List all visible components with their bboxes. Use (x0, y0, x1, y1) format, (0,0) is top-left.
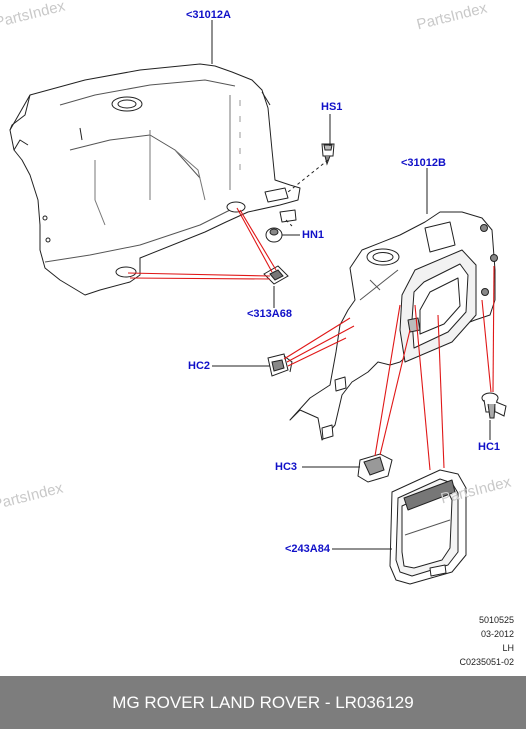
right-trim-panel (289, 211, 498, 441)
meta-code: 5010525 (478, 615, 514, 625)
callout-hc1: HC1 (478, 441, 501, 453)
hc3-bracket (357, 453, 393, 483)
footer-bar: MG ROVER LAND ROVER - LR036129 (0, 676, 526, 729)
callout-313a68: <313A68 (247, 308, 292, 320)
hn1-nut (265, 227, 283, 243)
red-leader-lines (127, 207, 495, 471)
footer-title: MG ROVER LAND ROVER - LR036129 (112, 693, 414, 712)
callout-hn1: HN1 (302, 229, 325, 241)
parts-diagram (9, 20, 507, 585)
callout-hc2: HC2 (188, 360, 211, 372)
callout-hc3: HC3 (275, 461, 298, 473)
hs1-screw (321, 143, 335, 166)
313a68-clip (263, 265, 289, 285)
243a84-cover (389, 469, 467, 585)
callout-hs1: HS1 (321, 101, 343, 113)
callout-243a84: <243A84 (285, 543, 330, 555)
meta-date: 03-2012 (480, 629, 514, 639)
callout-31012b: <31012B (401, 157, 446, 169)
callout-31012a: <31012A (186, 9, 231, 21)
meta-side: LH (502, 643, 514, 653)
hc2-clip (267, 353, 293, 377)
diagram-meta: 5010525 03-2012 LH C0235051-02 (394, 613, 514, 669)
left-trim-panel (9, 63, 301, 296)
meta-ref: C0235051-02 (459, 657, 514, 667)
hc1-clip (481, 392, 507, 419)
black-leader-lines (211, 20, 491, 550)
